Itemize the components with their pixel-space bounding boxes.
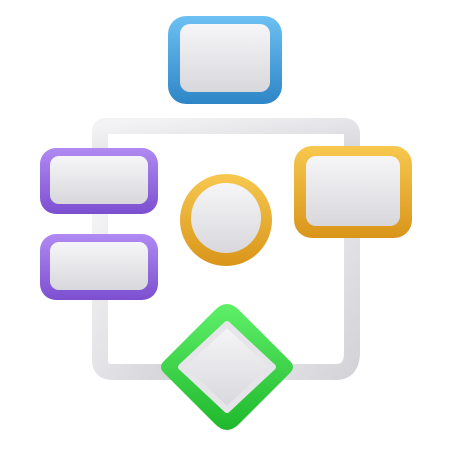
bottom-decision-node (161, 304, 293, 430)
left-lower-process-node (40, 234, 158, 300)
left-upper-process-node (40, 148, 158, 214)
top-process-node (168, 16, 282, 104)
right-process-node (294, 146, 412, 238)
center-circle-node (180, 174, 272, 266)
connector-left-branch (92, 197, 188, 380)
connector-lines (92, 88, 360, 380)
connector-right-branch (262, 222, 360, 380)
